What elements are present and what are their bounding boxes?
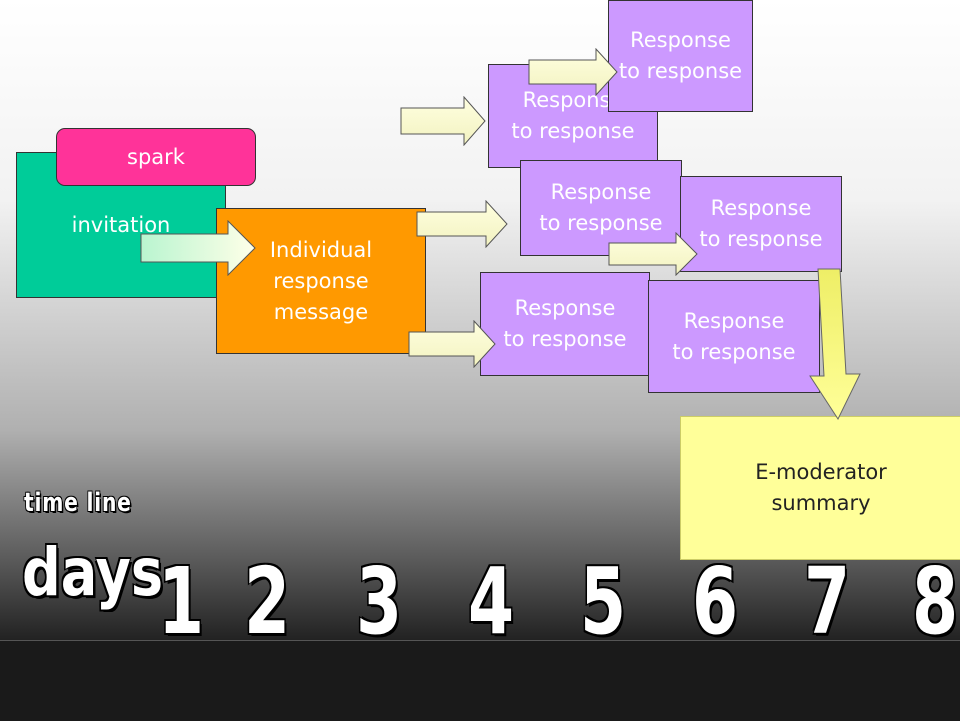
day-1: 1: [157, 548, 205, 655]
days-label: days: [22, 534, 164, 611]
response-box-4: Response to response: [680, 176, 842, 272]
day-2: 2: [243, 548, 291, 655]
day-3: 3: [355, 548, 403, 655]
right-arrow-icon: [528, 48, 618, 96]
invitation-label: invitation: [71, 212, 171, 237]
response-box-4-label: Response to response: [699, 196, 823, 251]
timeline-label: time line: [24, 488, 132, 518]
response-box-2: Response to response: [608, 0, 753, 112]
day-6: 6: [691, 548, 739, 655]
individual-response-box: Individual response message: [216, 208, 426, 354]
day-5: 5: [579, 548, 627, 655]
emoderator-summary-box: E-moderator summary: [680, 416, 960, 560]
down-arrow-icon: [809, 268, 861, 420]
response-box-5-label: Response to response: [503, 296, 627, 351]
spark-label: spark: [127, 144, 185, 169]
day-7: 7: [803, 548, 851, 655]
timeline-band: [0, 640, 960, 721]
response-box-3-label: Response to response: [539, 180, 663, 235]
spark-box: spark: [56, 128, 256, 186]
response-box-6: Response to response: [648, 280, 820, 393]
right-arrow-icon: [140, 220, 256, 276]
response-box-3: Response to response: [520, 160, 682, 256]
right-arrow-icon: [608, 232, 698, 276]
response-box-2-label: Response to response: [618, 28, 743, 83]
individual-response-label: Individual response message: [269, 237, 373, 324]
right-arrow-icon: [408, 320, 496, 368]
response-box-5: Response to response: [480, 272, 650, 376]
response-box-6-label: Response to response: [672, 308, 796, 364]
right-arrow-icon: [400, 96, 486, 146]
day-4: 4: [467, 548, 515, 655]
emoderator-summary-label: E-moderator summary: [755, 460, 887, 515]
response-box-1-label: Response to response: [511, 88, 635, 143]
day-8: 8: [911, 548, 959, 655]
right-arrow-icon: [416, 200, 508, 248]
